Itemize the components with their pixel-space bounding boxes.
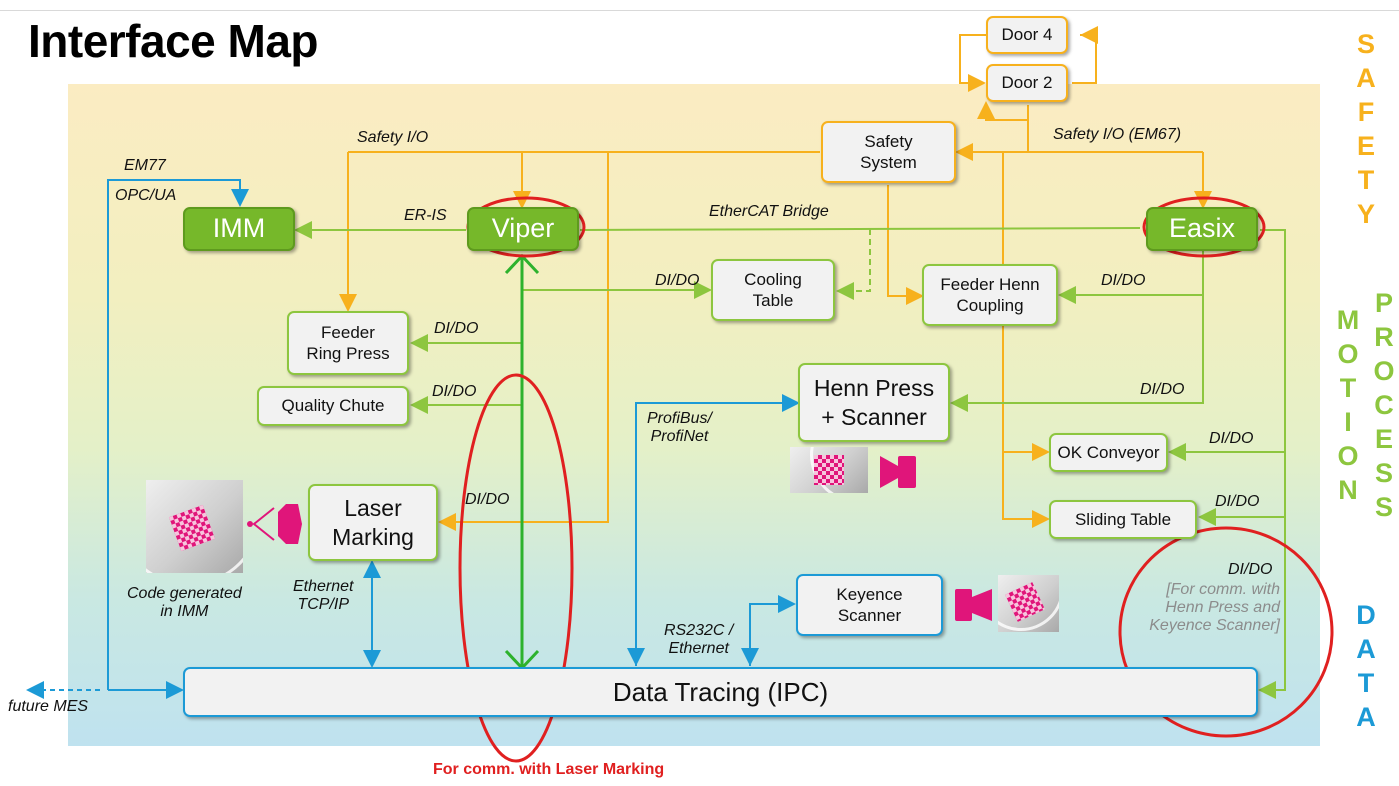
label-comm-note: [For comm. with Henn Press and Keyence S… xyxy=(1149,581,1280,634)
easix-box: Easix xyxy=(1146,207,1258,251)
label-dido-feeder-ring: DI/DO xyxy=(434,320,479,337)
label-future-mes: future MES xyxy=(8,698,89,715)
label-profibus: ProfiBus/ ProfiNet xyxy=(647,410,712,445)
cooling-table-box: Cooling Table xyxy=(711,259,835,321)
henn-code-photo xyxy=(790,447,868,493)
top-rule xyxy=(0,10,1399,11)
door4-box: Door 4 xyxy=(986,16,1068,54)
label-dido-sliding: DI/DO xyxy=(1215,493,1260,510)
side-label-motion: M O T I O N xyxy=(1336,305,1360,505)
label-dido-laser: DI/DO xyxy=(465,491,510,508)
laser-head-icon xyxy=(247,504,302,544)
label-rs232: RS232C / Ethernet xyxy=(664,622,734,657)
keyence-camera-icon xyxy=(955,589,992,621)
label-dido-quality: DI/DO xyxy=(432,383,477,400)
henn-camera-icon xyxy=(880,456,916,488)
label-er-is: ER-IS xyxy=(404,207,447,224)
label-ethercat: EtherCAT Bridge xyxy=(709,203,829,220)
data-tracing-box: Data Tracing (IPC) xyxy=(183,667,1258,717)
side-label-data: D A T A xyxy=(1356,600,1376,732)
label-em77: EM77 xyxy=(124,157,166,174)
label-safety-io: Safety I/O xyxy=(357,129,429,146)
henn-press-box: Henn Press + Scanner xyxy=(798,363,950,442)
data-note-highlight xyxy=(1118,526,1334,738)
feeder-ring-box: Feeder Ring Press xyxy=(287,311,409,375)
label-dido-ok-conveyor: DI/DO xyxy=(1209,430,1254,447)
side-label-safety: S A F E T Y xyxy=(1356,29,1376,229)
label-safety-io-em67: Safety I/O (EM67) xyxy=(1053,126,1182,143)
quality-chute-box: Quality Chute xyxy=(257,386,409,426)
laser-comm-caption: For comm. with Laser Marking xyxy=(433,761,665,778)
label-dido-cooling: DI/DO xyxy=(655,272,700,289)
page-title: Interface Map xyxy=(28,15,319,67)
label-ethernet-tcp: Ethernet TCP/IP xyxy=(293,578,354,613)
label-code-generated: Code generated in IMM xyxy=(127,585,242,620)
ok-conveyor-box: OK Conveyor xyxy=(1049,433,1168,472)
safety-system-box: Safety System xyxy=(821,121,956,183)
side-label-process: P R O C E S S xyxy=(1373,288,1395,522)
easix-highlight xyxy=(1142,196,1266,258)
feeder-henn-box: Feeder Henn Coupling xyxy=(922,264,1058,326)
viper-box: Viper xyxy=(467,207,579,251)
motion-lines xyxy=(294,221,1286,699)
label-opc-ua: OPC/UA xyxy=(115,187,177,204)
laser-comm-highlight xyxy=(458,373,574,763)
keyence-scanner-box: Keyence Scanner xyxy=(796,574,943,636)
data-lines xyxy=(26,179,800,699)
sliding-table-box: Sliding Table xyxy=(1049,500,1197,539)
laser-marking-box: Laser Marking xyxy=(308,484,438,561)
keyence-code-photo xyxy=(998,575,1059,632)
door2-box: Door 2 xyxy=(986,64,1068,102)
imm-code-photo xyxy=(146,480,243,573)
imm-box: IMM xyxy=(183,207,295,251)
highlight-ellipses xyxy=(458,196,1334,763)
label-dido-feeder-henn: DI/DO xyxy=(1101,272,1146,289)
label-dido-data: DI/DO xyxy=(1228,561,1273,578)
label-dido-henn-press: DI/DO xyxy=(1140,381,1185,398)
